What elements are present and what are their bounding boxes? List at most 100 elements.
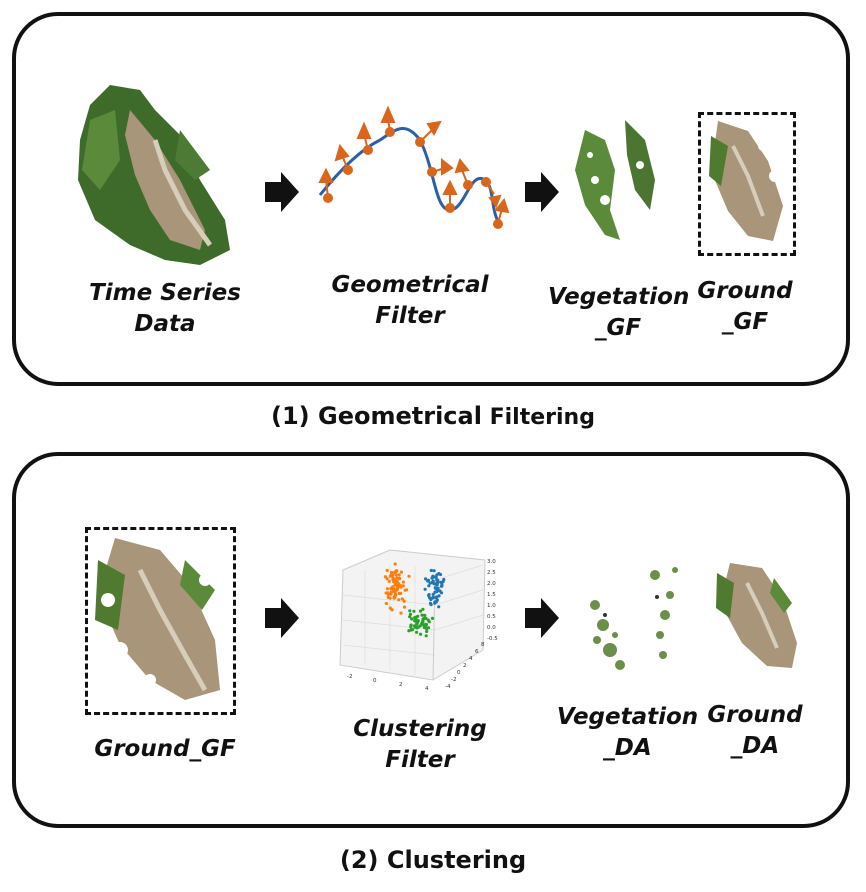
- vegetation-gf-image: [575, 120, 655, 240]
- scatter-point: [393, 562, 397, 566]
- scatter-point: [429, 597, 433, 602]
- arrow-right-icon: [525, 598, 559, 638]
- scatter-point: [385, 577, 389, 581]
- scatter-point: [413, 616, 417, 620]
- scatter-point: [435, 581, 439, 585]
- tick-label: 1.5: [487, 592, 496, 598]
- scatter-point: [426, 618, 430, 622]
- scatter-point: [394, 573, 398, 577]
- scatter-point: [431, 592, 435, 596]
- scatter-point: [384, 591, 388, 595]
- tick-label: 2.0: [487, 581, 496, 587]
- panel1-caption: (1) Geometrical Filtering: [271, 402, 595, 430]
- scatter-point: [389, 590, 394, 594]
- tick-label: -2: [347, 674, 352, 680]
- scatter-point: [389, 570, 394, 575]
- scatter-point: [436, 578, 440, 582]
- scatter-point: [429, 603, 433, 607]
- ground-gf-highlight-box: [698, 112, 796, 256]
- scatter-point: [426, 579, 430, 583]
- scatter-point: [412, 624, 417, 628]
- tick-label: 4: [425, 686, 429, 692]
- geometrical-filter-curve: [318, 105, 510, 229]
- ground-gf-image: [709, 121, 783, 241]
- scatter-point: [419, 632, 423, 636]
- scatter-point: [412, 609, 416, 613]
- scatter-point: [399, 611, 403, 615]
- scatter-point: [402, 599, 406, 603]
- tick-label: 0.5: [487, 614, 496, 620]
- scatter-point: [430, 616, 435, 620]
- scatter-point: [437, 594, 441, 598]
- scatter-point: [387, 579, 391, 583]
- ground-gf-label: Ground_GF: [697, 278, 793, 335]
- scatter-point: [401, 584, 405, 588]
- scatter-point: [385, 568, 389, 572]
- tick-label: 3.0: [487, 559, 496, 565]
- scatter-point: [409, 628, 413, 632]
- scatter-point: [432, 569, 436, 573]
- scatter-point: [418, 609, 423, 613]
- scatter-point: [435, 598, 439, 602]
- scatter-point: [422, 623, 426, 628]
- panel2-caption: (2) Clustering: [339, 846, 527, 874]
- tick-label: 8: [481, 642, 485, 648]
- scatter-point: [430, 580, 434, 584]
- scatter-point: [397, 598, 401, 602]
- tick-label: 2: [463, 663, 467, 669]
- scatter-point: [420, 613, 424, 617]
- ground-gf-input-highlight-box: [85, 527, 236, 715]
- scatter-point: [393, 590, 397, 594]
- scatter-point: [440, 584, 444, 588]
- scatter-point: [386, 595, 390, 599]
- scatter-point: [389, 587, 393, 591]
- scatter-point: [433, 601, 437, 605]
- scatter-point: [416, 619, 420, 623]
- scatter-point: [410, 617, 414, 621]
- scatter-point: [384, 601, 388, 606]
- scatter-point: [431, 595, 435, 599]
- scatter-point: [396, 583, 400, 587]
- scatter-point: [395, 576, 399, 580]
- tick-label: 4: [469, 656, 473, 662]
- scatter-point: [409, 625, 413, 629]
- scatter-point: [385, 587, 389, 591]
- scatter-point: [433, 590, 437, 594]
- scatter-point: [401, 580, 405, 584]
- scatter-point: [408, 609, 412, 613]
- ground-gf-input-image: [95, 538, 220, 700]
- scatter-point: [397, 573, 401, 577]
- vegetation-gf-label: Vegetation_GF: [548, 284, 690, 341]
- arrow-right-icon: [525, 172, 559, 212]
- tick-label: 0: [373, 678, 377, 684]
- scatter-point: [395, 587, 399, 591]
- arrow-right-icon: [265, 598, 299, 638]
- scatter-point: [429, 568, 433, 573]
- tick-label: 0.0: [487, 625, 496, 631]
- scatter-point: [426, 626, 431, 630]
- scatter-point: [430, 576, 434, 580]
- scatter-point: [438, 572, 443, 577]
- scatter-point: [407, 574, 411, 578]
- scatter-point: [389, 573, 393, 577]
- scatter-point: [427, 593, 431, 597]
- scatter-point: [432, 575, 437, 579]
- tick-label: -4: [445, 684, 451, 690]
- scatter-point: [400, 597, 404, 601]
- scatter-point: [399, 585, 403, 589]
- scatter-point: [391, 577, 395, 582]
- scatter-point: [423, 587, 427, 591]
- scatter-point: [421, 607, 425, 611]
- tick-label: -0.5: [487, 636, 498, 642]
- tick-label: 2: [399, 682, 403, 688]
- scatter-point: [424, 634, 428, 638]
- scatter-point: [392, 587, 396, 591]
- scatter-point: [442, 577, 446, 582]
- scatter-point: [422, 616, 426, 620]
- scatter-point: [399, 570, 403, 574]
- tick-label: 1.0: [487, 603, 496, 609]
- ground-da-label: Ground_DA: [707, 702, 803, 759]
- scatter-point: [392, 571, 396, 575]
